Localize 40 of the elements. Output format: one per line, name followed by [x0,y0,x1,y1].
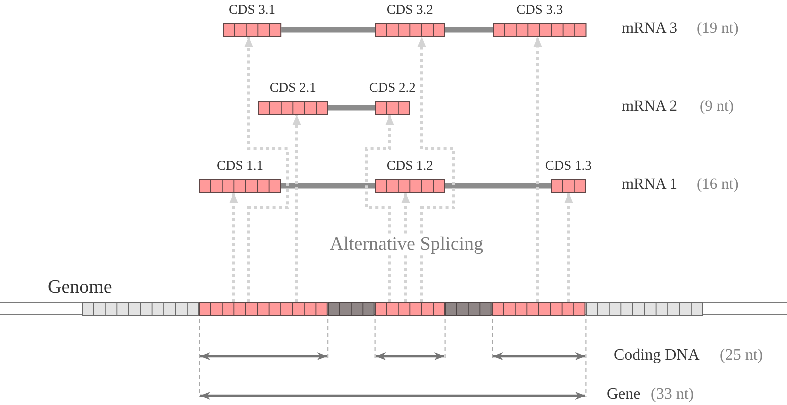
connector-line [282,27,375,33]
length-label: (9 nt) [700,98,734,116]
dotted-arrow [418,37,456,302]
intron-segment [328,302,375,316]
cds-label: CDS 2.1 [268,80,318,95]
dotted-arrow [230,193,238,302]
cds-label: CDS 2.2 [368,80,417,95]
exon-segment [492,302,586,316]
cds-label: CDS 3.2 [386,2,434,17]
dimension-label: Coding DNA [614,347,700,365]
length-label: (19 nt) [697,20,739,38]
dotted-arrow [564,193,574,302]
dimension-label: Gene [607,386,641,404]
dotted-arrow [534,37,542,302]
cds-label: CDS 1.2 [386,158,434,173]
length-label: (25 nt) [720,347,764,365]
cds-label: CDS 1.3 [544,158,593,173]
annotation-label: Alternative Splicing [328,236,486,254]
connector-line [281,183,375,189]
cds-label: CDS 3.1 [228,2,277,17]
connector-line [445,27,493,33]
flank-segment [82,302,200,316]
dotted-arrow [402,193,410,302]
length-label: (16 nt) [697,176,739,194]
transcript-label: mRNA 1 [622,176,678,194]
exon-segment [375,302,446,316]
dotted-arrow [292,115,302,302]
transcript-label: mRNA 2 [622,98,678,116]
exon-segment [199,302,328,316]
transcript-label: mRNA 3 [622,20,678,38]
cds-label: CDS 1.1 [216,158,264,173]
length-label: (33 nt) [651,386,694,404]
dotted-arrow [244,37,290,302]
cds-label: CDS 3.3 [516,2,564,17]
dotted-arrow [366,115,394,302]
connector-line [445,183,551,189]
intron-segment [445,302,492,316]
flank-segment [586,302,704,316]
connector-line [328,105,375,111]
genome-label: Genome [48,277,112,298]
